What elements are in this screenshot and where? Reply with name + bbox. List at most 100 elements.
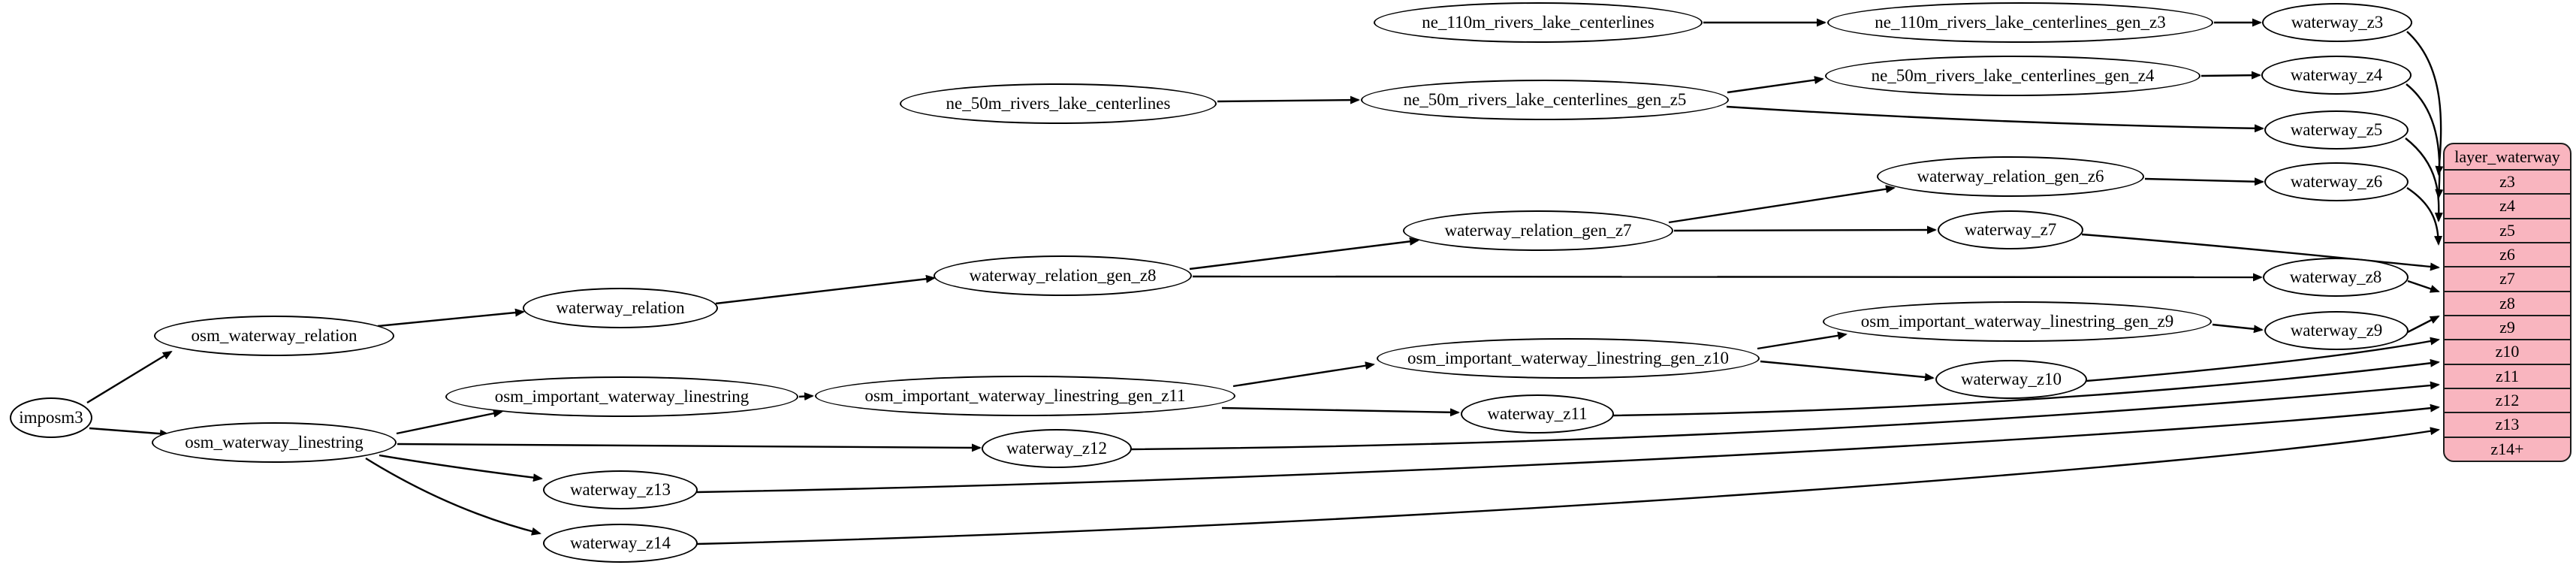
node-waterway_relation: waterway_relation: [523, 288, 718, 328]
node-waterway_z6: waterway_z6: [2264, 162, 2409, 201]
table-row-z8: z8: [2445, 290, 2570, 315]
node-ne_110m_rivers_lake_centerlines: ne_110m_rivers_lake_centerlines: [1374, 2, 1703, 43]
node-label: waterway_z12: [1006, 439, 1108, 458]
node-ne_50m_rivers_lake_centerlines: ne_50m_rivers_lake_centerlines: [900, 83, 1217, 124]
edge-waterway_z14-to-layer_waterway.z14+: [696, 427, 2440, 545]
edge-osm_important_waterway_linestring_gen_z10-to-waterway_z10: [1760, 360, 1935, 382]
node-imposm3: imposm3: [10, 397, 92, 438]
node-label: osm_waterway_linestring: [185, 433, 363, 452]
edge-waterway_relation_gen_z7-to-waterway_z7: [1673, 225, 1937, 234]
edges: [86, 18, 2444, 545]
node-label: waterway_relation_gen_z6: [1917, 167, 2104, 186]
table-row-z10: z10: [2445, 339, 2570, 363]
node-label: waterway_z11: [1487, 404, 1588, 423]
node-label: waterway_z10: [1960, 370, 2062, 388]
table-row-label: z6: [2499, 245, 2515, 264]
node-label: waterway_z3: [2291, 13, 2384, 32]
edge-imposm3-to-osm_waterway_relation: [86, 350, 173, 404]
edge-osm_important_waterway_linestring-to-osm_important_waterway_linestring_gen_z11: [798, 392, 814, 401]
node-label: ne_50m_rivers_lake_centerlines_gen_z5: [1403, 90, 1687, 109]
edge-imposm3-to-osm_waterway_linestring: [89, 427, 170, 438]
node-label: osm_important_waterway_linestring_gen_z1…: [864, 386, 1186, 405]
node-label: osm_important_waterway_linestring: [494, 387, 750, 406]
edge-waterway_z4-to-layer_waterway.z4: [2406, 83, 2444, 199]
node-label: ne_50m_rivers_lake_centerlines_gen_z4: [1871, 66, 2155, 85]
node-osm_waterway_linestring: osm_waterway_linestring: [152, 422, 397, 463]
node-label: waterway_z4: [2290, 65, 2383, 84]
node-label: waterway_z5: [2290, 120, 2383, 139]
edge-osm_waterway_linestring-to-waterway_z12: [397, 443, 982, 452]
node-osm_waterway_relation: osm_waterway_relation: [154, 316, 394, 356]
edge-waterway_z7-to-layer_waterway.z7: [2081, 233, 2440, 271]
table-row-label: z13: [2495, 415, 2520, 434]
edge-waterway_relation_gen_z8-to-waterway_z8: [1192, 273, 2263, 282]
node-waterway_relation_gen_z6: waterway_relation_gen_z6: [1877, 156, 2144, 197]
node-label: waterway_z8: [2289, 267, 2382, 286]
edge-waterway_relation_gen_z7-to-waterway_relation_gen_z6: [1668, 185, 1896, 224]
table-row-label: z10: [2495, 342, 2520, 361]
edge-ne_50m_rivers_lake_centerlines-to-ne_50m_rivers_lake_centerlines_gen_z5: [1217, 95, 1360, 104]
layer-waterway-table-header: layer_waterway: [2445, 144, 2570, 169]
node-waterway_z11: waterway_z11: [1461, 394, 1614, 434]
node-label: waterway_z14: [569, 533, 671, 552]
table-row-z3: z3: [2445, 169, 2570, 193]
edge-osm_waterway_linestring-to-waterway_z14: [365, 457, 541, 536]
node-waterway_z3: waterway_z3: [2262, 3, 2412, 42]
edge-osm_important_waterway_linestring_gen_z11-to-osm_important_waterway_linestring_gen_z10: [1232, 361, 1375, 388]
edge-waterway_z3-to-layer_waterway.z3: [2406, 31, 2444, 176]
node-waterway_z5: waterway_z5: [2264, 110, 2409, 150]
edge-osm_important_waterway_linestring_gen_z11-to-waterway_z11: [1221, 406, 1460, 417]
node-osm_important_waterway_linestring_gen_z11: osm_important_waterway_linestring_gen_z1…: [815, 376, 1235, 416]
edge-osm_important_waterway_linestring_gen_z10-to-osm_important_waterway_linestring_gen_z9: [1757, 331, 1848, 350]
table-row-z14+: z14+: [2445, 436, 2570, 461]
edge-waterway_relation-to-waterway_relation_gen_z8: [715, 274, 936, 305]
edge-waterway_z10-to-layer_waterway.z10: [2086, 337, 2440, 382]
node-label: ne_110m_rivers_lake_centerlines_gen_z3: [1875, 13, 2166, 32]
node-label: ne_50m_rivers_lake_centerlines: [946, 94, 1171, 113]
node-ne_110m_rivers_lake_centerlines_gen_z3: ne_110m_rivers_lake_centerlines_gen_z3: [1827, 2, 2213, 43]
node-label: ne_110m_rivers_lake_centerlines: [1422, 13, 1654, 32]
edge-waterway_z5-to-layer_waterway.z5: [2405, 137, 2443, 222]
table-row-z13: z13: [2445, 412, 2570, 436]
node-waterway_z12: waterway_z12: [982, 429, 1132, 468]
node-label: osm_waterway_relation: [191, 326, 357, 345]
table-title: layer_waterway: [2454, 147, 2560, 166]
edge-ne_50m_rivers_lake_centerlines_gen_z5-to-waterway_z5: [1726, 105, 2264, 133]
table-row-label: z11: [2496, 366, 2519, 385]
edge-ne_50m_rivers_lake_centerlines_gen_z4-to-waterway_z4: [2200, 71, 2261, 80]
node-osm_important_waterway_linestring: osm_important_waterway_linestring: [445, 376, 798, 417]
edge-waterway_z13-to-layer_waterway.z13: [696, 403, 2440, 494]
table-row-z5: z5: [2445, 217, 2570, 242]
table-row-label: z3: [2499, 172, 2515, 192]
table-row-label: z12: [2495, 391, 2520, 410]
node-waterway_z14: waterway_z14: [543, 524, 698, 563]
node-label: waterway_z6: [2290, 172, 2383, 191]
table-row-z9: z9: [2445, 314, 2570, 339]
node-label: waterway_z9: [2290, 321, 2383, 340]
node-osm_important_waterway_linestring_gen_z10: osm_important_waterway_linestring_gen_z1…: [1377, 338, 1760, 379]
edge-waterway_z6-to-layer_waterway.z6: [2406, 186, 2443, 246]
table-row-z12: z12: [2445, 387, 2570, 412]
node-waterway_z4: waterway_z4: [2261, 56, 2412, 95]
table-row-z6: z6: [2445, 241, 2570, 266]
table-row-label: z7: [2499, 269, 2515, 289]
node-waterway_z13: waterway_z13: [543, 470, 698, 509]
node-label: waterway_z13: [569, 480, 671, 499]
node-label: osm_important_waterway_linestring_gen_z9: [1860, 312, 2174, 331]
node-label: waterway_relation_gen_z7: [1444, 221, 1632, 240]
node-waterway_relation_gen_z8: waterway_relation_gen_z8: [934, 255, 1192, 296]
edge-waterway_relation_gen_z8-to-waterway_relation_gen_z7: [1189, 237, 1419, 270]
table-row-label: z9: [2499, 318, 2515, 337]
node-waterway_z8: waterway_z8: [2263, 258, 2409, 297]
node-label: waterway_relation_gen_z8: [969, 266, 1157, 285]
node-osm_important_waterway_linestring_gen_z9: osm_important_waterway_linestring_gen_z9: [1823, 301, 2212, 342]
edge-osm_waterway_relation-to-waterway_relation: [377, 308, 525, 328]
node-ne_50m_rivers_lake_centerlines_gen_z4: ne_50m_rivers_lake_centerlines_gen_z4: [1825, 56, 2200, 96]
edge-ne_50m_rivers_lake_centerlines_gen_z5-to-ne_50m_rivers_lake_centerlines_gen_z4: [1727, 76, 1824, 94]
node-waterway_z7: waterway_z7: [1938, 210, 2083, 249]
edge-waterway_relation_gen_z6-to-waterway_z6: [2144, 177, 2264, 186]
table-row-z11: z11: [2445, 363, 2570, 388]
